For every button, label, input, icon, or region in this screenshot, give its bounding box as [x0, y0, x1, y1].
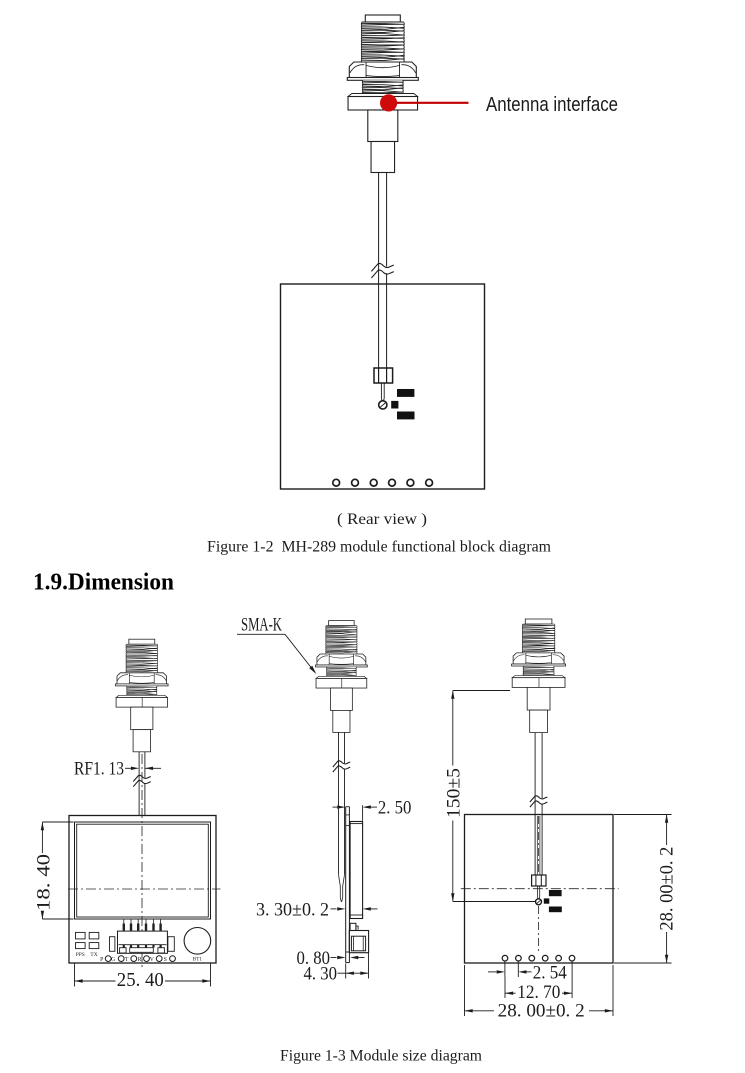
svg-text:T: T — [125, 957, 129, 963]
svg-text:18. 40: 18. 40 — [33, 854, 54, 911]
svg-text:PPS: PPS — [76, 952, 85, 958]
svg-text:BT1: BT1 — [193, 956, 203, 962]
svg-text:SMA-K: SMA-K — [241, 614, 282, 635]
svg-text:28. 00±0. 2: 28. 00±0. 2 — [498, 1000, 585, 1021]
svg-text:25. 40: 25. 40 — [117, 970, 164, 991]
svg-text:1.9.Dimension: 1.9.Dimension — [33, 569, 174, 596]
svg-text:2. 54: 2. 54 — [533, 962, 567, 983]
svg-text:Figure 1-3 Module size diagram: Figure 1-3 Module size diagram — [280, 1048, 483, 1065]
svg-text:RF1. 13: RF1. 13 — [74, 759, 124, 780]
svg-text:28. 00±0. 2: 28. 00±0. 2 — [657, 847, 678, 931]
svg-text:TX: TX — [90, 952, 97, 958]
svg-text:12. 70: 12. 70 — [517, 982, 560, 1003]
svg-text:P: P — [100, 957, 103, 963]
svg-text:R: R — [138, 957, 142, 963]
svg-text:G: G — [111, 957, 115, 963]
svg-text:150±5: 150±5 — [443, 768, 464, 818]
svg-text:4. 30: 4. 30 — [304, 964, 338, 985]
svg-text:3. 30±0. 2: 3. 30±0. 2 — [256, 899, 329, 920]
svg-text:2. 50: 2. 50 — [378, 797, 412, 818]
svg-text:S: S — [164, 957, 167, 963]
svg-text:Antenna interface: Antenna interface — [486, 93, 618, 116]
svg-text:0. 80: 0. 80 — [297, 948, 331, 969]
svg-text:V: V — [150, 957, 155, 963]
svg-text:Figure 1-2 MH-289 module func: Figure 1-2 MH-289 module functional bloc… — [207, 539, 552, 556]
svg-text:( Rear view ): ( Rear view ) — [337, 511, 427, 528]
